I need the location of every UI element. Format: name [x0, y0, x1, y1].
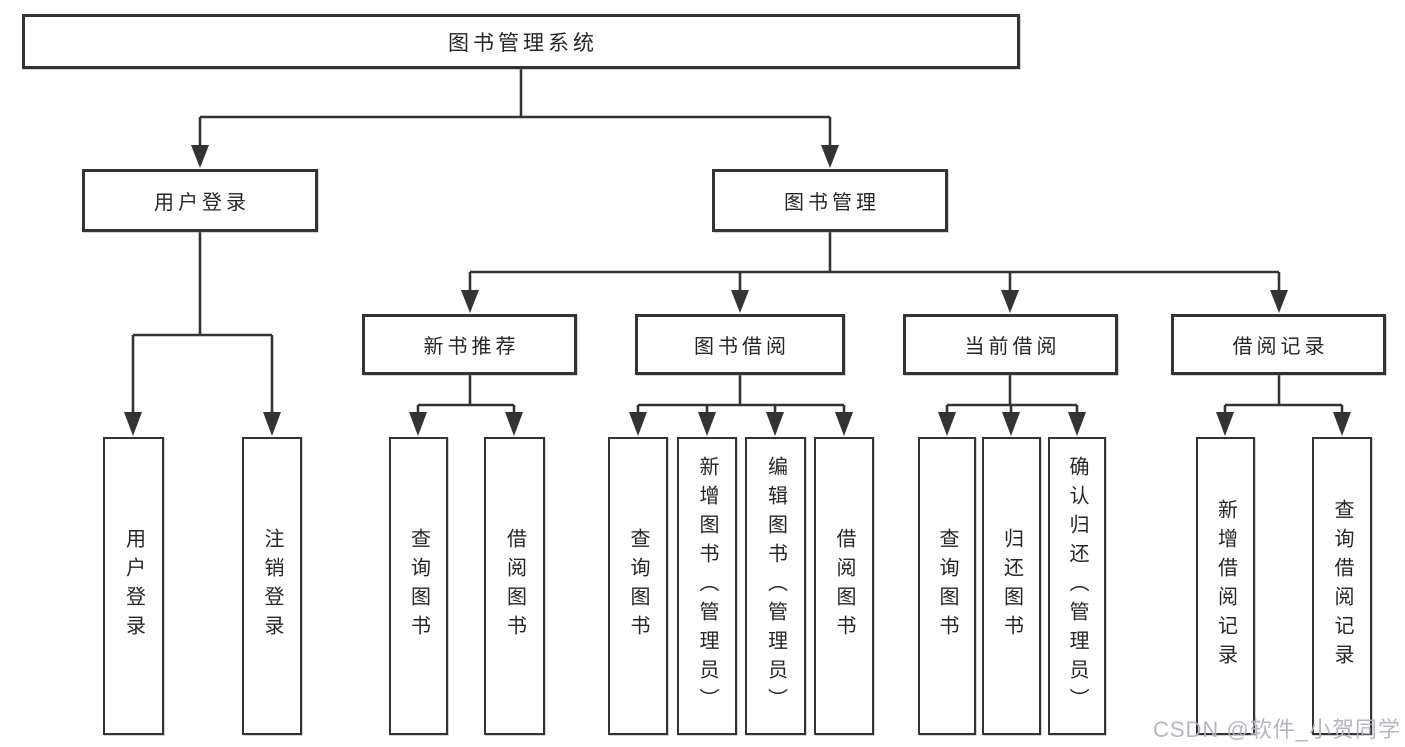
node-label: 图书管理 — [784, 192, 880, 214]
connector-borrowing-to-leaves — [636, 375, 846, 416]
connector-current-to-leaves — [945, 375, 1079, 416]
leaf-borrow-books-newrec: 借阅图书 — [484, 437, 545, 735]
arrow-down-icon — [1001, 290, 1019, 313]
leaf-user-login: 用户登录 — [103, 437, 164, 735]
leaf-add-books-admin: 新增图书（管理员） — [677, 437, 737, 735]
node-label: 查询图书 — [627, 528, 649, 644]
node-borrowing-records: 借阅记录 — [1171, 314, 1386, 375]
node-new-book-recommend: 新书推荐 — [362, 314, 577, 375]
node-label: 查询图书 — [936, 528, 958, 644]
arrow-down-icon — [1002, 412, 1020, 436]
connector-records-to-leaves — [1223, 375, 1344, 416]
node-book-management: 图书管理 — [712, 169, 948, 232]
leaf-query-books-borrowing: 查询图书 — [608, 437, 668, 735]
arrow-down-icon — [835, 412, 853, 436]
node-label: 新增借阅记录 — [1214, 499, 1237, 673]
node-label: 借阅图书 — [833, 528, 855, 644]
leaf-query-borrow-record: 查询借阅记录 — [1312, 437, 1372, 735]
node-label: 用户登录 — [154, 192, 250, 214]
node-label: 归还图书 — [1000, 528, 1023, 644]
arrow-down-icon — [505, 412, 523, 436]
connector-bookmgmt-to-level3 — [468, 232, 1281, 292]
arrow-down-icon — [731, 290, 749, 313]
node-label: 查询图书 — [407, 528, 430, 644]
arrow-down-icon — [938, 412, 956, 436]
arrow-down-icon — [629, 412, 647, 436]
leaf-return-books: 归还图书 — [982, 437, 1041, 735]
arrow-down-icon — [1333, 412, 1351, 436]
node-label: 编辑图书（管理员） — [764, 455, 787, 717]
node-label: 新增图书（管理员） — [696, 455, 718, 717]
node-label: 确认归还（管理员） — [1066, 455, 1088, 717]
node-library-management-system: 图书管理系统 — [22, 14, 1020, 69]
node-label: 图书管理系统 — [448, 31, 598, 55]
node-label: 图书借阅 — [694, 336, 790, 358]
watermark: CSDN @软件_小贺同学 — [1152, 717, 1401, 742]
arrow-down-icon — [821, 145, 839, 168]
node-book-borrowing: 图书借阅 — [635, 314, 845, 375]
connector-root-to-level2 — [198, 69, 832, 147]
arrow-down-icon — [698, 412, 716, 436]
arrow-down-icon — [191, 145, 209, 168]
arrow-down-icon — [263, 412, 281, 436]
node-label: 新书推荐 — [423, 336, 520, 358]
arrow-down-icon — [124, 412, 142, 436]
leaf-confirm-return-admin: 确认归还（管理员） — [1048, 437, 1106, 735]
arrow-down-icon — [1216, 412, 1234, 436]
arrow-down-icon — [1270, 290, 1288, 313]
leaf-query-books-newrec: 查询图书 — [389, 437, 448, 735]
connector-userlogin-to-leaves — [131, 232, 274, 414]
leaf-edit-books-admin: 编辑图书（管理员） — [745, 437, 806, 735]
leaf-logout-login: 注销登录 — [242, 437, 302, 735]
leaf-query-books-current: 查询图书 — [918, 437, 976, 735]
node-current-borrowing: 当前借阅 — [903, 314, 1118, 375]
arrow-down-icon — [1068, 412, 1086, 436]
node-label: 用户登录 — [122, 528, 145, 644]
node-label: 查询借阅记录 — [1331, 499, 1353, 673]
node-user-login: 用户登录 — [82, 169, 318, 232]
node-label: 当前借阅 — [964, 336, 1061, 358]
node-label: 注销登录 — [261, 528, 283, 644]
node-label: 借阅记录 — [1232, 336, 1329, 358]
leaf-borrow-books-borrowing: 借阅图书 — [814, 437, 874, 735]
leaf-add-borrow-record: 新增借阅记录 — [1196, 437, 1255, 735]
arrow-down-icon — [409, 412, 427, 436]
connector-newbook-to-leaves — [416, 375, 516, 416]
node-label: 借阅图书 — [503, 528, 526, 644]
arrow-down-icon — [766, 412, 784, 436]
arrow-down-icon — [461, 290, 479, 313]
arrowheads — [124, 145, 1351, 436]
